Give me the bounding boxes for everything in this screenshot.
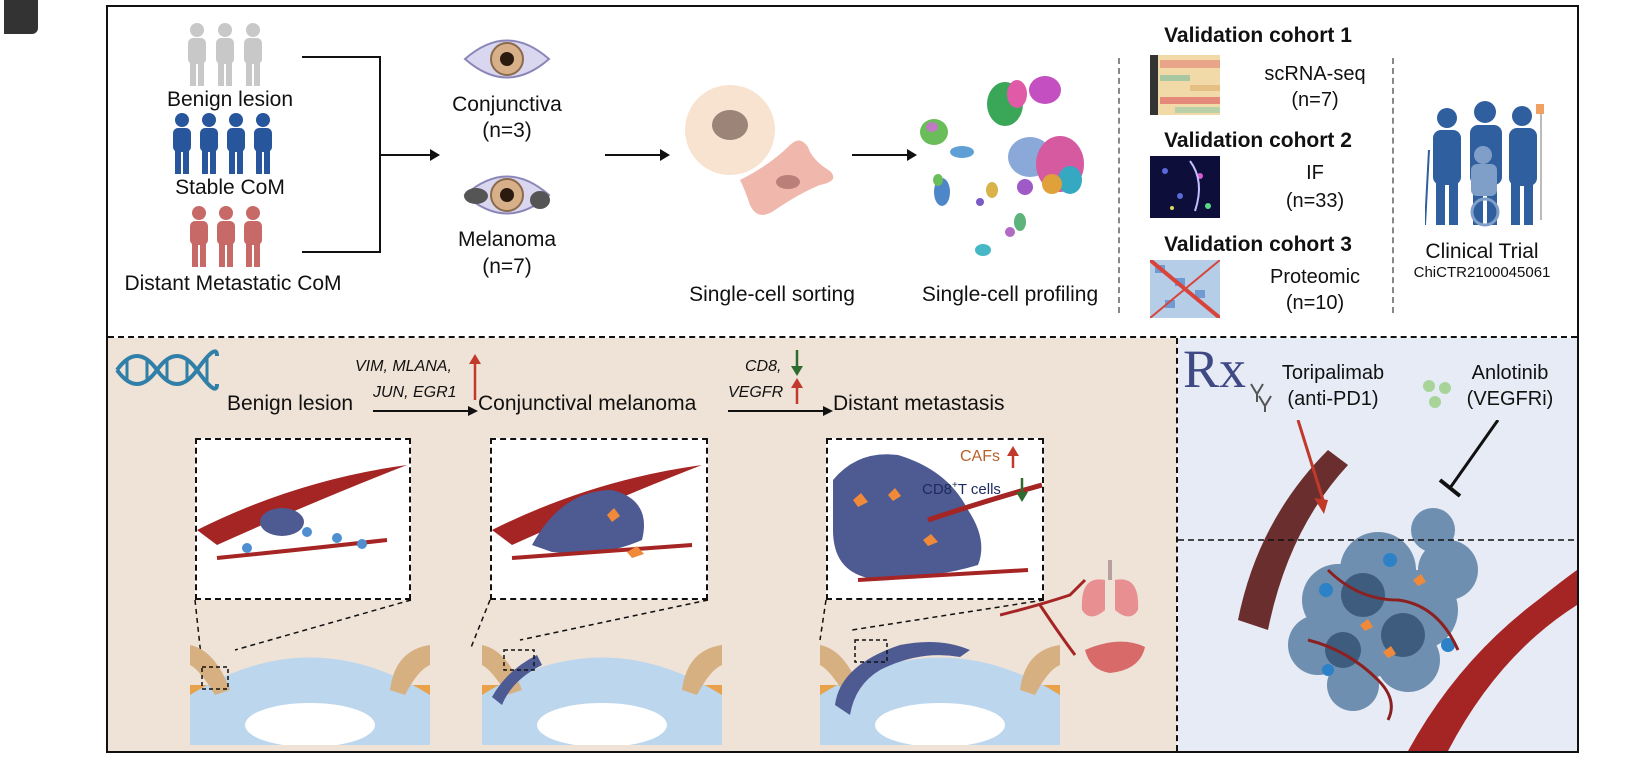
horizontal-divider <box>108 336 1577 338</box>
zoom-distant-metastasis <box>826 438 1044 600</box>
validation-cohort-2-title: Validation cohort 2 <box>1164 129 1352 152</box>
validation-cohort-2-method: IF <box>1306 162 1324 184</box>
validation-cohort-1-n: (n=7) <box>1291 89 1339 111</box>
arrow-to-sorting <box>605 149 670 161</box>
up-arrow-icon <box>469 354 481 400</box>
benign-lesion-label: Benign lesion <box>166 88 294 111</box>
arrow-melanoma-to-metastasis <box>728 406 833 416</box>
toripalimab-target: (anti-PD1) <box>1287 388 1379 410</box>
clinical-trial-id: ChiCTR2100045061 <box>1413 264 1551 281</box>
cafs-label: CAFs <box>960 448 1000 465</box>
anlotinib-label: Anlotinib <box>1471 362 1549 384</box>
conjunctiva-n: (n=3) <box>482 119 532 142</box>
corner-tab <box>4 0 38 34</box>
metastatic-people-icon <box>190 206 262 267</box>
single-cell-sorting-label: Single-cell sorting <box>689 283 855 306</box>
genes-up-line-2: JUN, EGR1 <box>373 384 457 401</box>
arrow-benign-to-melanoma <box>373 406 478 416</box>
proteomic-matrix-thumbnail <box>1150 260 1220 318</box>
down-arrow-icon <box>1016 478 1028 502</box>
dna-icon <box>115 349 219 391</box>
heatmap-thumbnail <box>1150 55 1220 115</box>
melanoma-eye-icon <box>463 175 551 215</box>
down-arrow-icon <box>791 350 803 376</box>
zoom-benign-lesion <box>195 438 411 600</box>
figure-frame <box>106 5 1579 753</box>
vegfr-gene-label: VEGFR <box>728 384 784 401</box>
up-arrow-icon <box>1007 446 1019 468</box>
validation-left-dash <box>1118 58 1120 313</box>
stage-conjunctival-melanoma: Conjunctival melanoma <box>478 392 697 415</box>
anlotinib-target: (VEGFRi) <box>1466 388 1554 410</box>
genes-up-line-1: VIM, MLANA, <box>355 358 452 375</box>
conjunctiva-eye-icon <box>463 39 551 79</box>
single-cells-icon <box>685 85 834 215</box>
up-arrow-icon <box>791 378 803 404</box>
toripalimab-label: Toripalimab <box>1281 362 1385 384</box>
rx-symbol: Rx <box>1183 339 1247 399</box>
validation-cohort-1-method: scRNA-seq <box>1264 63 1366 85</box>
stage-benign-lesion: Benign lesion <box>227 392 354 415</box>
stable-com-people-icon <box>173 113 272 174</box>
cd8-t-cells-label: CD8+T cells <box>922 480 1001 498</box>
vertical-divider <box>1176 338 1178 751</box>
stable-com-label: Stable CoM <box>175 176 285 199</box>
benign-people-icon <box>188 23 262 86</box>
tumor-treatment-illustration <box>1178 420 1577 751</box>
validation-cohort-3-title: Validation cohort 3 <box>1164 233 1352 256</box>
validation-cohort-3-n: (n=10) <box>1285 292 1345 314</box>
melanoma-n: (n=7) <box>482 255 532 278</box>
if-image-thumbnail <box>1150 156 1220 218</box>
umap-plot-icon <box>920 76 1084 256</box>
lung-liver-organs-icon <box>1000 560 1145 673</box>
distant-metastatic-com-label: Distant Metastatic CoM <box>124 272 342 295</box>
validation-cohort-1-title: Validation cohort 1 <box>1164 24 1352 47</box>
single-cell-profiling-label: Single-cell profiling <box>921 283 1099 306</box>
eye-cross-section-metastasis <box>820 639 1060 745</box>
bracket-connector <box>302 56 440 253</box>
pills-icon <box>1423 380 1451 408</box>
clinical-trial-label: Clinical Trial <box>1425 240 1539 263</box>
cd8-gene-label: CD8, <box>745 358 782 375</box>
validation-right-dash <box>1392 58 1394 313</box>
stage-distant-metastasis: Distant metastasis <box>833 392 1005 415</box>
validation-cohort-3-method: Proteomic <box>1269 266 1361 288</box>
clinical-trial-people-icon <box>1425 101 1544 227</box>
arrow-to-profiling <box>852 149 917 161</box>
eye-cross-section-melanoma <box>482 645 722 745</box>
validation-cohort-2-n: (n=33) <box>1285 190 1345 212</box>
eye-cross-section-benign <box>190 645 430 745</box>
melanoma-label: Melanoma <box>457 228 557 251</box>
conjunctiva-label: Conjunctiva <box>452 93 562 116</box>
antibody-icon <box>1250 383 1272 412</box>
zoom-conjunctival-melanoma <box>490 438 708 600</box>
